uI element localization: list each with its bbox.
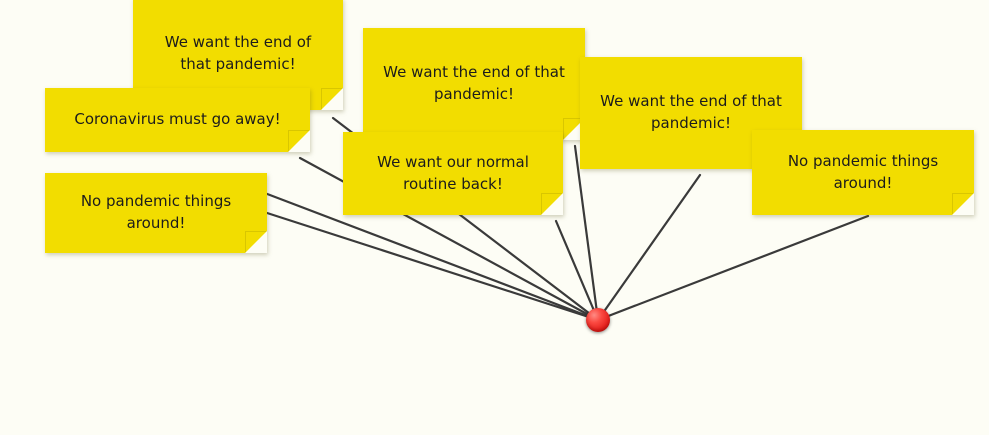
folded-corner-icon [952, 193, 974, 215]
folded-corner-icon [245, 231, 267, 253]
sticky-note-text: We want our normal routine back! [377, 152, 529, 193]
folded-corner-icon [288, 130, 310, 152]
sticky-note[interactable]: No pandemic things around! [752, 130, 974, 215]
connector-line [554, 219, 600, 322]
sticky-note[interactable]: We want the end of that pandemic! [580, 57, 802, 169]
connector-line [596, 214, 870, 322]
sticky-note-text: Coronavirus must go away! [74, 110, 281, 129]
folded-corner-icon [563, 118, 585, 140]
sticky-note[interactable]: No pandemic things around! [45, 173, 267, 253]
sticky-note-text: No pandemic things around! [80, 192, 232, 232]
sticky-note-text: We want the end of that pandemic! [600, 92, 782, 132]
sticky-note[interactable]: We want the end of that pandemic! [363, 28, 585, 140]
sticky-note-text: We want the end of that pandemic! [383, 63, 565, 103]
connector-line [573, 144, 600, 322]
connector-line [262, 210, 600, 322]
folded-corner-icon [541, 193, 563, 215]
connector-line [596, 173, 702, 322]
folded-corner-icon [321, 88, 343, 110]
central-node-marker[interactable] [586, 308, 610, 332]
sticky-note[interactable]: We want our normal routine back! [343, 132, 563, 215]
sticky-note-text: No pandemic things around! [787, 151, 939, 192]
sticky-note[interactable]: Coronavirus must go away! [45, 88, 310, 152]
sticky-note-text: We want the end of that pandemic! [164, 33, 312, 73]
